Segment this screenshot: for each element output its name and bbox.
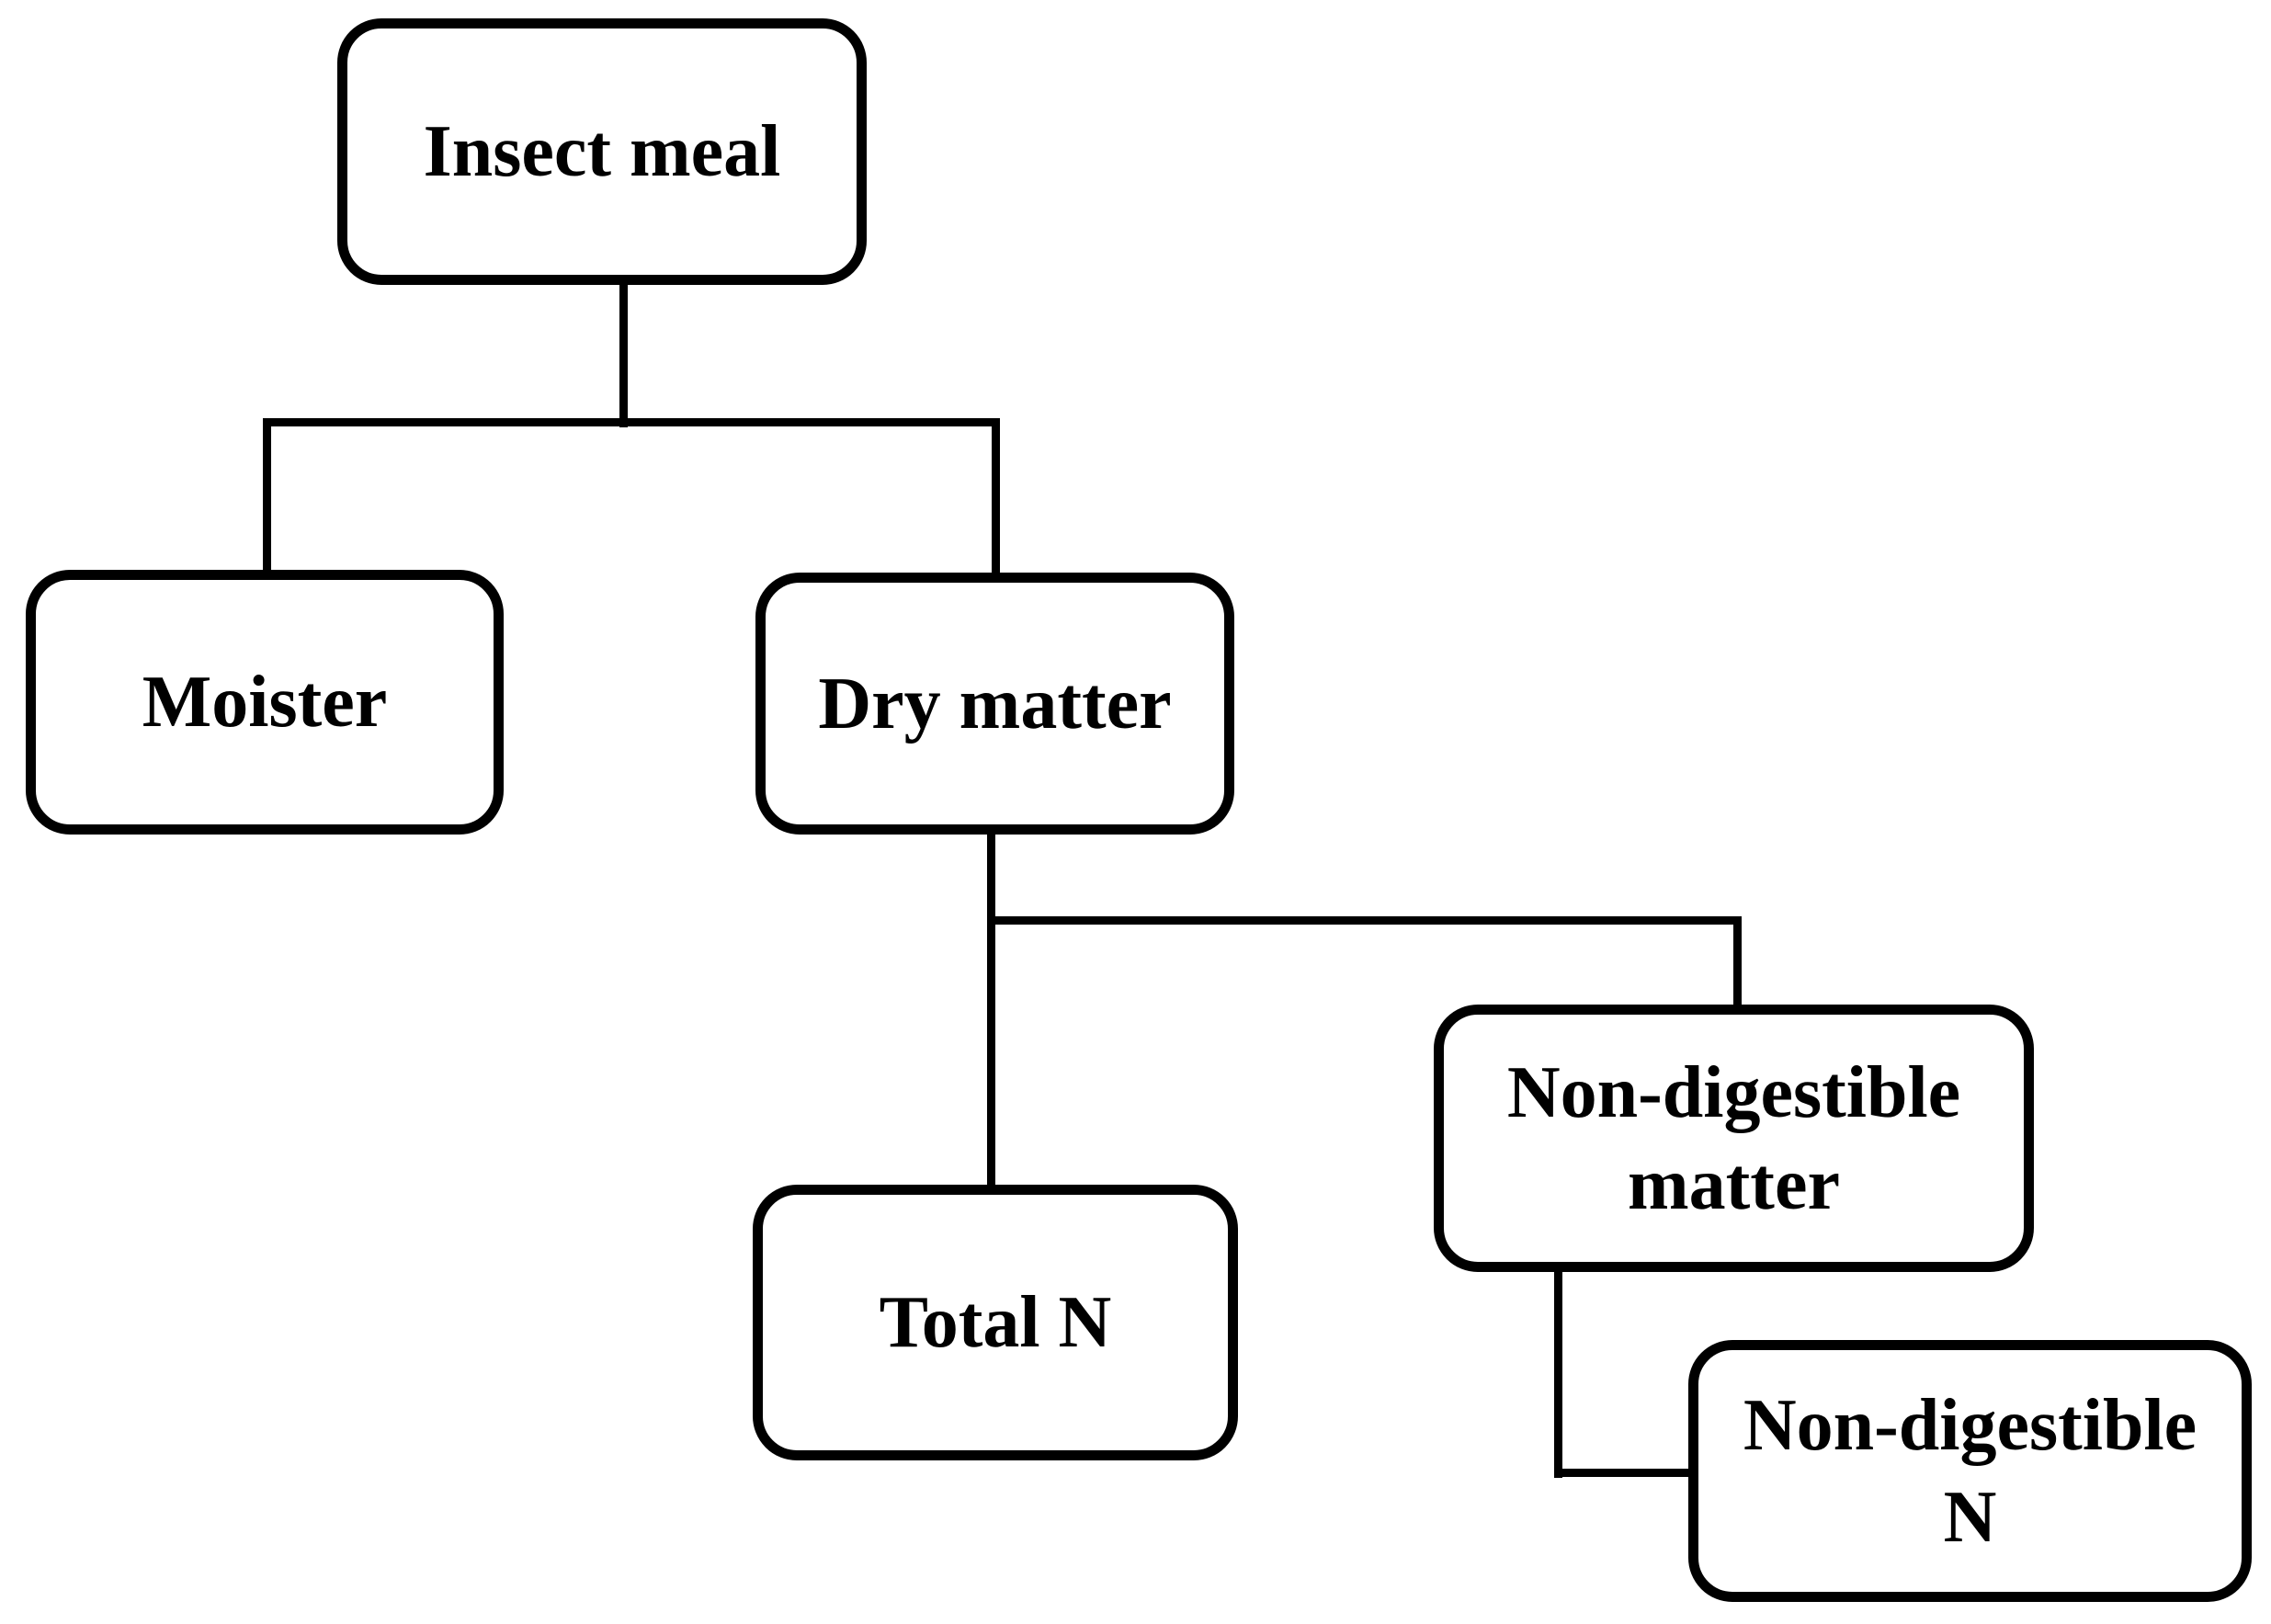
node-non-digestible-matter: Non-digestible matter	[1434, 1005, 2034, 1272]
edge-insect-meal-branch	[263, 418, 1000, 426]
edge-drop-to-non-digestible-matter	[1733, 916, 1742, 1011]
edge-dry-matter-branch	[987, 916, 1742, 925]
node-total-n: Total N	[753, 1185, 1238, 1460]
node-moister-label: Moister	[142, 662, 388, 743]
node-non-digestible-n: Non-digestible N	[1688, 1340, 2252, 1602]
node-non-digestible-matter-label: Non-digestible matter	[1506, 1051, 1961, 1225]
edge-drop-to-moister	[263, 418, 271, 579]
edge-insect-meal-stem	[619, 280, 628, 427]
node-total-n-label: Total N	[879, 1282, 1112, 1363]
node-moister: Moister	[26, 570, 504, 835]
edge-drop-to-dry-matter	[992, 418, 1000, 582]
edge-elbow-to-non-digestible-n	[1554, 1469, 1696, 1477]
node-insect-meal-label: Insect meal	[423, 111, 781, 192]
node-dry-matter: Dry matter	[755, 573, 1234, 835]
edge-non-digestible-matter-stem	[1554, 1266, 1562, 1478]
node-dry-matter-label: Dry matter	[818, 663, 1172, 744]
node-insect-meal: Insect meal	[337, 18, 867, 285]
edge-dry-matter-to-total-n	[987, 827, 995, 1190]
node-non-digestible-n-label: Non-digestible N	[1743, 1384, 2197, 1558]
